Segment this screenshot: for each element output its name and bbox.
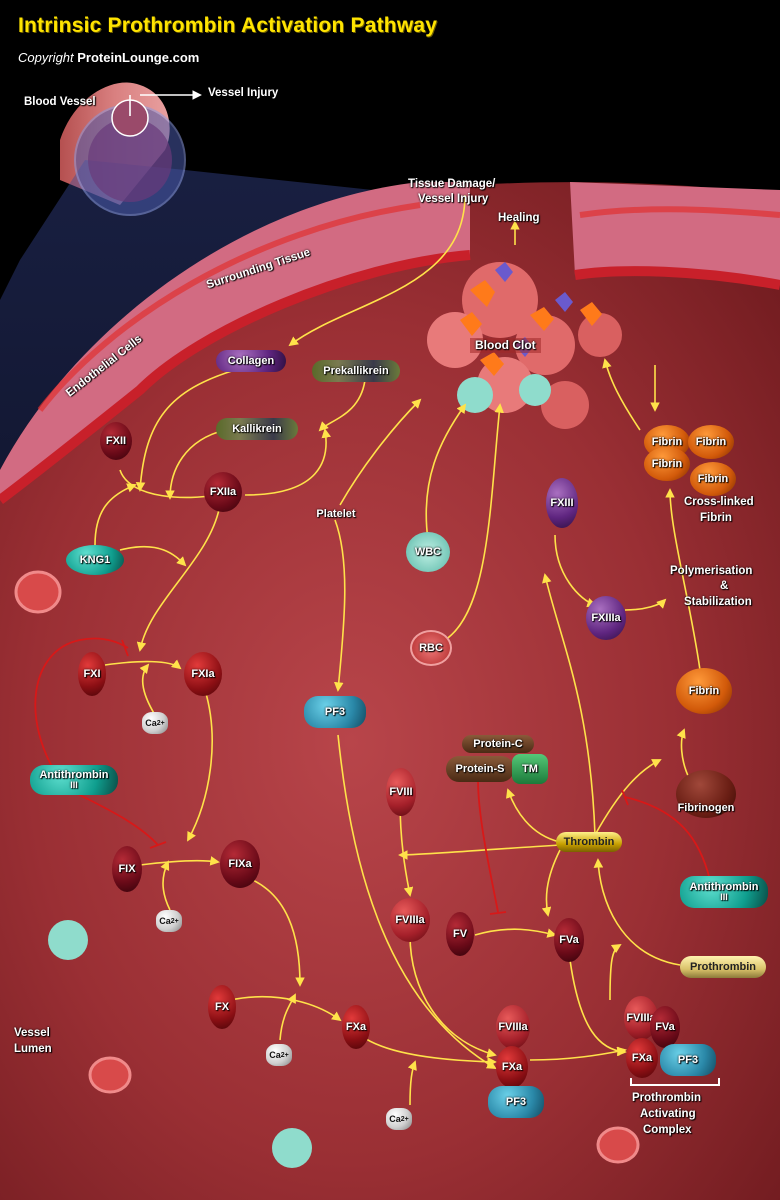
- kallikrein-node: Kallikrein: [216, 418, 298, 440]
- copyright-site: ProteinLounge.com: [77, 50, 200, 65]
- platelet-node: Platelet: [316, 508, 356, 520]
- cross-linked-label-2: Fibrin: [700, 512, 732, 524]
- fxii-node: FXII: [100, 422, 132, 460]
- fibrin-node: Fibrin: [676, 668, 732, 714]
- collagen-node: Collagen: [216, 350, 286, 372]
- copyright-prefix: Copyright: [18, 50, 74, 65]
- complex-label-1: Prothrombin: [632, 1092, 701, 1104]
- healing-label: Healing: [498, 212, 540, 224]
- protein-c-node: Protein-C: [462, 735, 534, 753]
- fxiiia-node: FXIIIa: [586, 596, 626, 640]
- fix-node: FIX: [112, 846, 142, 892]
- fva-node: FVa: [554, 918, 584, 962]
- complex-bracket: [630, 1078, 720, 1086]
- fxi-node: FXI: [78, 652, 106, 696]
- pf3-node-a: PF3: [304, 696, 366, 728]
- fxa-node: FXa: [342, 1005, 370, 1049]
- fibrinogen-node: Fibrinogen: [676, 770, 736, 818]
- page-title: Intrinsic Prothrombin Activation Pathway: [18, 14, 438, 37]
- fxa-node-b: FXa: [496, 1046, 528, 1088]
- polymerisation-label-2: &: [720, 580, 729, 592]
- blood-clot-label: Blood Clot: [470, 338, 541, 354]
- kng1-node: KNG1: [66, 545, 124, 575]
- fibrin-node-3: Fibrin: [644, 447, 690, 481]
- thrombin-node: Thrombin: [556, 832, 622, 852]
- wbc-node: WBC: [406, 532, 450, 572]
- fviiia-node: FVIIIa: [390, 898, 430, 942]
- polymerisation-label-1: Polymerisation: [670, 565, 753, 577]
- prekallikrein-node: Prekallikrein: [312, 360, 400, 382]
- protein-s-node: Protein-S: [446, 756, 514, 782]
- fxa-node-c: FXa: [626, 1038, 658, 1078]
- prothrombin-node: Prothrombin: [680, 956, 766, 978]
- rbc-node: RBC: [410, 630, 452, 666]
- tm-node: TM: [512, 754, 548, 784]
- blood-clot-cluster: [427, 262, 622, 429]
- fxiia-node: FXIIa: [204, 472, 242, 512]
- complex-label-2: Activating: [640, 1108, 696, 1120]
- blood-vessel-label: Blood Vessel: [24, 96, 96, 108]
- copyright-line: Copyright ProteinLounge.com: [18, 50, 199, 65]
- tissue-damage-label: Tissue Damage/: [408, 178, 496, 190]
- fxia-node: FXIa: [184, 652, 222, 696]
- fibrin-node-2: Fibrin: [688, 425, 734, 459]
- vessel-lumen-label-2: Lumen: [14, 1043, 52, 1055]
- fx-node: FX: [208, 985, 236, 1029]
- tissue-damage-label-2: Vessel Injury: [418, 193, 489, 205]
- fixa-node: FIXa: [220, 840, 260, 888]
- vessel-lumen-label-1: Vessel: [14, 1027, 50, 1039]
- polymerisation-label-3: Stabilization: [684, 596, 752, 608]
- fviii-node: FVIII: [386, 768, 416, 816]
- cross-linked-label-1: Cross-linked: [684, 496, 754, 508]
- pf3-node-c: PF3: [660, 1044, 716, 1076]
- complex-label-3: Complex: [643, 1124, 692, 1136]
- fviiia-node-c: FVIIIa: [624, 996, 658, 1040]
- fibrin-node-4: Fibrin: [690, 462, 736, 496]
- fv-node: FV: [446, 912, 474, 956]
- fva-node-c: FVa: [650, 1006, 680, 1048]
- fviiia-node-b: FVIIIa: [496, 1005, 530, 1049]
- vessel-injury-label: Vessel Injury: [208, 87, 279, 99]
- fxiii-node: FXIII: [546, 478, 578, 528]
- pf3-node-b: PF3: [488, 1086, 544, 1118]
